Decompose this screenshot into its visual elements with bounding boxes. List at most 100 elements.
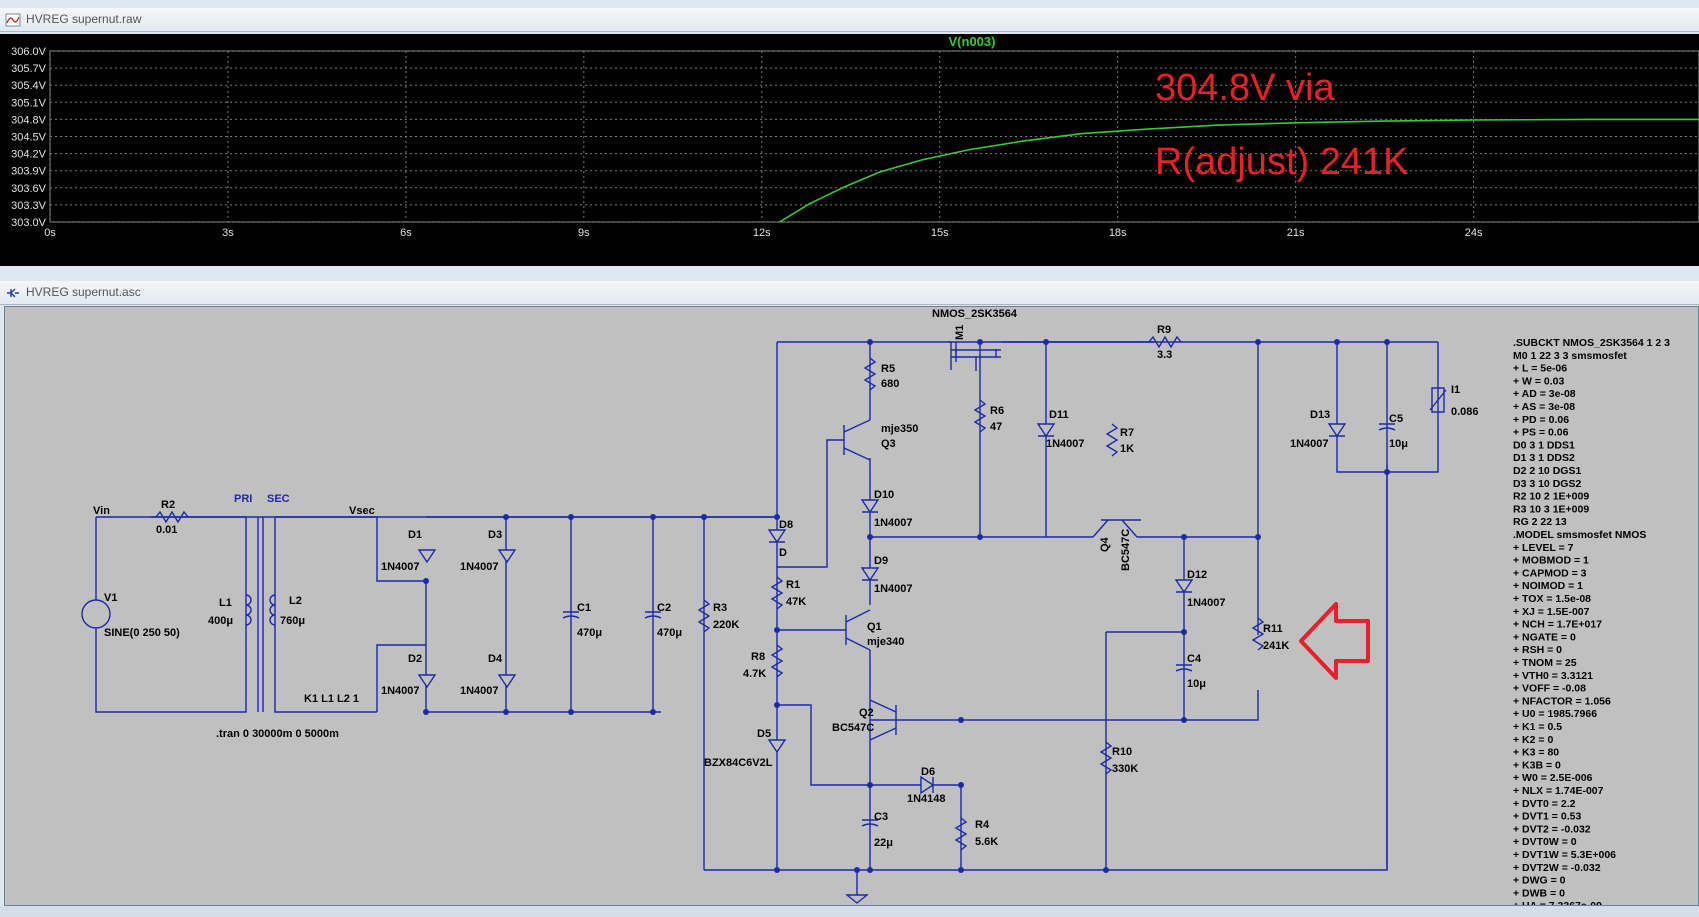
spice-line: + PD = 0.06 [1513,414,1569,426]
v1-symbol [81,599,111,629]
r8-symbol [770,644,784,678]
component-symbols [81,335,1447,851]
waveform-window-title: HVREG supernut.raw [26,12,142,26]
spice-line: + U0 = 1985.7966 [1513,708,1597,720]
r2-symbol [155,510,189,524]
spice-line: + AS = 3e-08 [1513,401,1575,413]
schematic-window-titlebar[interactable]: HVREG supernut.asc [0,281,1699,305]
c5-symbol [1378,423,1396,431]
label-m1: M1 [954,325,966,340]
y-tick-label: 304.2V [11,149,47,161]
x-tick-label: 18s [1109,227,1127,239]
label-i1-val: 0.086 [1451,406,1479,418]
plot-grid [49,50,1699,223]
label-q1: Q1 [867,621,882,633]
label-l2: L2 [289,595,302,607]
label-r11: R11 [1263,623,1283,635]
d12-symbol [1174,579,1194,594]
label-d12-model: 1N4007 [1187,597,1226,609]
label-r9: R9 [1157,324,1171,336]
spice-line: + DVT0 = 2.2 [1513,798,1576,810]
spice-line: R2 10 2 1E+009 [1513,491,1589,503]
spice-line: + DWB = 0 [1513,887,1565,899]
d4-symbol [497,674,517,689]
label-d10-model: 1N4007 [874,517,913,529]
label-r10-val: 330K [1112,763,1138,775]
spice-line: + TOX = 1.5e-08 [1513,593,1591,605]
label-d3-model: 1N4007 [460,561,499,573]
label-d13-model: 1N4007 [1290,438,1329,450]
spice-line: M0 1 22 3 3 smsmosfet [1513,350,1627,362]
label-d12: D12 [1187,569,1207,581]
label-r3: R3 [713,602,727,614]
spice-line: + VTH0 = 3.3121 [1513,670,1593,682]
r5-symbol [863,357,877,391]
label-tran: .tran 0 30000m 0 5000m [216,728,339,740]
label-c2-val: 470μ [657,627,682,639]
label-v1: V1 [104,592,117,604]
y-tick-label: 304.8V [11,114,47,126]
label-pri: PRI [234,493,252,505]
spice-line: D2 2 10 DGS1 [1513,465,1581,477]
x-tick-label: 21s [1287,227,1305,239]
x-tick-label: 15s [931,227,949,239]
r3-symbol [697,599,711,633]
d1-symbol [417,549,437,564]
label-c5-val: 10μ [1389,438,1408,450]
label-c3-val: 22μ [874,837,893,849]
annotation-line-1: 304.8V via [1155,67,1335,109]
label-r7: R7 [1120,427,1134,439]
label-q4-model: BC547C [1120,529,1132,571]
label-r11-val: 241K [1263,640,1289,652]
spice-line: + CAPMOD = 3 [1513,567,1587,579]
q3-symbol [843,419,871,461]
component-labels: NMOS_2SK3564 M1 R9 3.3 R5 680 mje350 Q3 … [93,308,1479,849]
spice-line: .MODEL smsmosfet NMOS [1513,529,1646,541]
label-r9-val: 3.3 [1157,349,1172,361]
schematic-window-icon [7,288,19,298]
spice-line: + LEVEL = 7 [1513,542,1574,554]
schematic-canvas[interactable]: NMOS_2SK3564 M1 R9 3.3 R5 680 mje350 Q3 … [4,306,1699,912]
trace-label[interactable]: V(n003) [949,34,996,49]
label-c1: C1 [577,602,591,614]
waveform-chart[interactable]: 306.0V305.7V305.4V305.1V304.8V304.5V304.… [0,34,1699,266]
y-tick-label: 305.1V [11,97,47,109]
i1-symbol [1429,387,1447,413]
label-r1-val: 47K [786,596,806,608]
label-d11: D11 [1049,409,1069,421]
label-vin: Vin [93,505,110,517]
label-d9: D9 [874,555,888,567]
label-nmos-model: NMOS_2SK3564 [932,308,1018,320]
y-tick-label: 304.5V [11,132,47,144]
label-d1: D1 [408,529,422,541]
label-r5: R5 [881,363,895,375]
spice-line: + TNOM = 25 [1513,657,1577,669]
x-tick-label: 3s [222,227,234,239]
label-r4-val: 5.6K [975,836,998,848]
label-r6-val: 47 [990,421,1002,433]
q4-symbol [1092,519,1141,538]
label-c4-val: 10μ [1187,678,1206,690]
spice-line: + NOIMOD = 1 [1513,580,1583,592]
r10-symbol [1099,741,1113,775]
d11-symbol [1036,423,1056,438]
spice-line: D0 3 1 DDS1 [1513,439,1575,451]
label-d2: D2 [408,653,422,665]
d3-symbol [497,549,517,564]
spice-line: + W0 = 2.5E-006 [1513,772,1593,784]
label-l1: L1 [219,597,232,609]
label-r5-val: 680 [881,378,899,390]
spice-line: + NGATE = 0 [1513,631,1576,643]
label-d5-model: BZX84C6V2L [704,757,773,769]
spice-line: .SUBCKT NMOS_2SK3564 1 2 3 [1513,337,1670,349]
spice-line: + K2 = 0 [1513,734,1553,746]
label-q4: Q4 [1099,536,1111,552]
trace-v-n003[interactable] [779,118,1699,223]
spice-line: + NCH = 1.7E+017 [1513,619,1602,631]
spice-netlist: .SUBCKT NMOS_2SK3564 1 2 3M0 1 22 3 3 sm… [1513,337,1670,912]
schematic-drawing[interactable]: NMOS_2SK3564 M1 R9 3.3 R5 680 mje350 Q3 … [5,307,1698,912]
waveform-window-titlebar[interactable]: HVREG supernut.raw [0,8,1699,32]
label-d3: D3 [488,529,502,541]
